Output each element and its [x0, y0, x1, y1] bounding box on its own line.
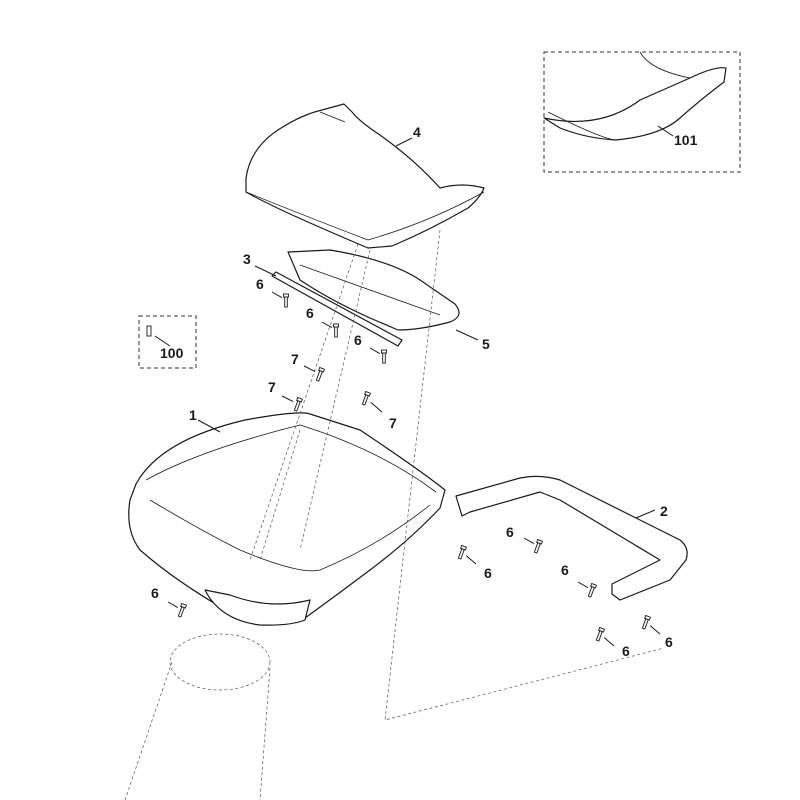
leader-4	[395, 137, 413, 147]
callout-5: 5	[482, 336, 490, 352]
leader-screw-6i	[649, 625, 661, 635]
leader-screw-6a	[271, 291, 283, 299]
top-cover-part-4	[245, 103, 485, 249]
leader-screw-6e	[523, 537, 535, 545]
leader-1	[197, 419, 221, 433]
leader-screw-6f	[465, 555, 477, 565]
flap-plate-outline	[287, 249, 460, 331]
leader-lines	[154, 125, 674, 519]
detail-box-100	[138, 315, 197, 369]
screw-6f	[457, 544, 467, 560]
clamp-strip-outline	[271, 271, 403, 347]
leader-5	[455, 329, 479, 341]
screw-7b	[293, 396, 303, 412]
side-frame-outline	[455, 475, 688, 601]
screw-6i	[641, 614, 651, 630]
catcher-tub-part-1	[128, 412, 446, 626]
callout-7c: 7	[389, 415, 397, 431]
callout-6d: 6	[151, 585, 159, 601]
leader-screw-7c	[370, 401, 383, 413]
callout-6c: 6	[354, 332, 362, 348]
callout-7b: 7	[268, 379, 276, 395]
tub-outlet	[204, 589, 311, 626]
callout-101: 101	[674, 132, 698, 148]
clamp-strip-part-3	[271, 271, 403, 347]
callout-4: 4	[413, 124, 421, 140]
leader-screw-7b	[281, 395, 294, 403]
screw-6b	[333, 323, 339, 338]
screw-6c	[381, 349, 387, 364]
callout-6b: 6	[306, 305, 314, 321]
small-screw-100	[146, 325, 152, 337]
screw-6h	[595, 626, 605, 642]
flap-plate-part-5	[287, 249, 460, 331]
leader-3	[254, 265, 277, 277]
callout-6h: 6	[622, 643, 630, 659]
leader-100	[154, 335, 171, 347]
tub-outline	[128, 412, 446, 624]
leader-screw-6c	[369, 347, 381, 355]
callout-6e: 6	[506, 524, 514, 540]
callout-6a: 6	[256, 276, 264, 292]
callout-3: 3	[243, 251, 251, 267]
leader-screw-7a	[303, 365, 316, 373]
leader-screw-6b	[321, 321, 333, 329]
screw-6d	[177, 602, 187, 618]
leader-101	[657, 125, 674, 137]
leader-2	[635, 509, 656, 519]
leader-screw-6d	[167, 601, 179, 609]
detail-frame-100	[138, 315, 197, 369]
callout-6g: 6	[561, 562, 569, 578]
screw-7a	[315, 366, 325, 382]
callout-2: 2	[660, 503, 668, 519]
screw-6e	[533, 538, 543, 554]
detail-box-101	[543, 51, 741, 173]
screw-6g	[587, 582, 597, 598]
cover-variant-101	[543, 67, 727, 141]
screw-6a	[283, 293, 289, 308]
leader-screw-6h	[603, 637, 615, 647]
side-frame-part-2	[455, 475, 688, 601]
screws-group	[167, 291, 661, 647]
screw-7c	[361, 390, 371, 406]
detail-frame-101	[543, 51, 741, 173]
chute-tube	[124, 633, 271, 800]
callout-labels: 1 2 3 4 5 6 6 6 6 6 6 6 6 6 7 7 7 100 10…	[151, 124, 698, 659]
alignment-lines	[249, 229, 665, 721]
callout-6i: 6	[665, 634, 673, 650]
callout-100: 100	[160, 345, 184, 361]
callout-1: 1	[189, 407, 197, 423]
callout-6f: 6	[484, 565, 492, 581]
top-cover-outline	[245, 103, 485, 249]
callout-7a: 7	[291, 351, 299, 367]
leader-screw-6g	[577, 581, 589, 589]
